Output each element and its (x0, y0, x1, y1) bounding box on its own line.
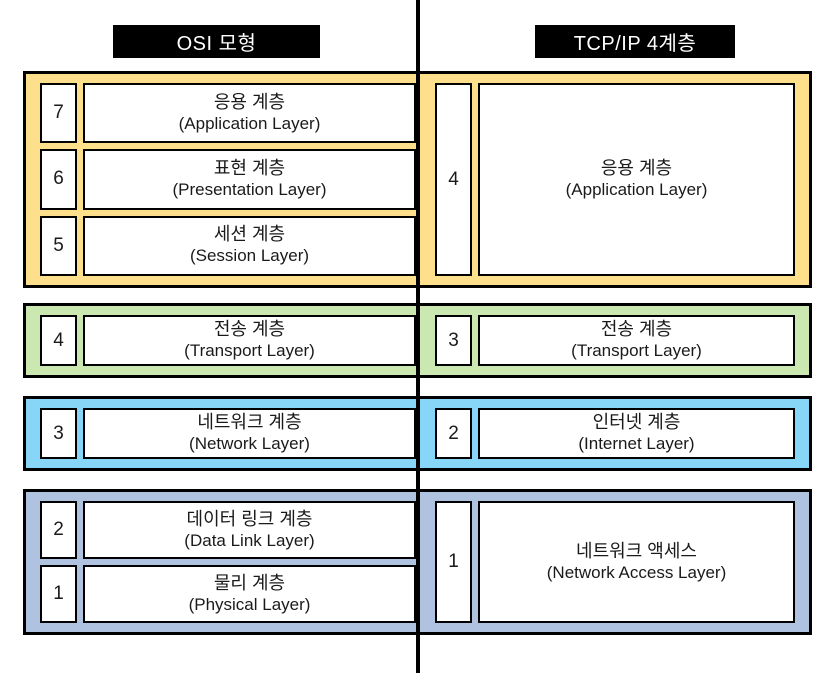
layer-name-en: (Session Layer) (189, 246, 310, 266)
layer-name-en: (Data Link Layer) (184, 530, 315, 550)
layer-name-en: (Internet Layer) (578, 434, 695, 454)
layer-name-en: (Transport Layer) (571, 341, 702, 361)
layer-name-en: (Application Layer) (178, 113, 321, 133)
layer-number: 3 (40, 408, 77, 459)
layer-number: 2 (40, 501, 77, 559)
tcpip-column-internet: 2 인터넷 계층 (Internet Layer) (419, 399, 809, 468)
layer-number: 2 (435, 408, 472, 459)
layer-name-ko: 네트워크 계층 (197, 412, 302, 433)
layer-name-en: (Application Layer) (565, 180, 708, 200)
layer-number: 4 (435, 83, 472, 276)
tcpip-column-access: 1 네트워크 액세스 (Network Access Layer) (419, 492, 809, 632)
tcpip-model-title-label: TCP/IP 4계층 (573, 33, 697, 55)
layer-name-box: 응용 계층 (Application Layer) (83, 83, 416, 144)
layer-number: 4 (40, 315, 77, 366)
layer-name-box: 전송 계층 (Transport Layer) (83, 315, 416, 366)
layer-name-ko: 응용 계층 (600, 158, 673, 179)
layer-number: 1 (435, 501, 472, 623)
layer-name-ko: 네트워크 액세스 (576, 540, 697, 561)
layer-row: 3 네트워크 계층 (Network Layer) (40, 408, 416, 459)
layer-name-en: (Presentation Layer) (172, 180, 327, 200)
layer-name-en: (Transport Layer) (184, 341, 315, 361)
layer-name-box: 네트워크 계층 (Network Layer) (83, 408, 416, 459)
layer-name-ko: 인터넷 계층 (592, 412, 681, 433)
osi-column-transport: 4 전송 계층 (Transport Layer) (26, 306, 416, 375)
layer-row: 4 전송 계층 (Transport Layer) (40, 315, 416, 366)
layer-row: 2 인터넷 계층 (Internet Layer) (435, 408, 795, 459)
tcpip-model-title: TCP/IP 4계층 (535, 25, 735, 58)
tcpip-column-application: 4 응용 계층 (Application Layer) (419, 74, 809, 285)
layer-number: 3 (435, 315, 472, 366)
model-divider-line (416, 0, 420, 673)
layer-name-ko: 물리 계층 (213, 572, 286, 593)
layer-name-box: 네트워크 액세스 (Network Access Layer) (478, 501, 795, 623)
layer-name-ko: 응용 계층 (213, 91, 286, 112)
osi-column-network: 3 네트워크 계층 (Network Layer) (26, 399, 416, 468)
layer-name-box: 세션 계층 (Session Layer) (83, 215, 416, 276)
layer-row: 5 세션 계층 (Session Layer) (40, 215, 416, 276)
tcpip-column-transport: 3 전송 계층 (Transport Layer) (419, 306, 809, 375)
layer-number: 5 (40, 215, 77, 276)
layer-name-en: (Network Layer) (189, 434, 310, 454)
band-network-access: 2 데이터 링크 계층 (Data Link Layer) 1 물리 계층 (P… (23, 489, 812, 635)
layer-row: 2 데이터 링크 계층 (Data Link Layer) (40, 501, 416, 559)
layer-row: 7 응용 계층 (Application Layer) (40, 83, 416, 144)
layer-row: 3 전송 계층 (Transport Layer) (435, 315, 795, 366)
layer-number: 1 (40, 565, 77, 623)
layer-row: 6 표현 계층 (Presentation Layer) (40, 149, 416, 210)
layer-name-box: 표현 계층 (Presentation Layer) (83, 149, 416, 210)
osi-model-title: OSI 모형 (113, 25, 320, 58)
layer-row: 1 네트워크 액세스 (Network Access Layer) (435, 501, 795, 623)
layer-name-ko: 전송 계층 (600, 319, 673, 340)
layer-name-box: 응용 계층 (Application Layer) (478, 83, 795, 276)
layer-name-en: (Network Access Layer) (546, 562, 727, 582)
layer-name-ko: 데이터 링크 계층 (186, 508, 313, 529)
layer-name-box: 전송 계층 (Transport Layer) (478, 315, 795, 366)
osi-column-application: 7 응용 계층 (Application Layer) 6 표현 계층 (Pre… (26, 74, 416, 285)
layer-number: 6 (40, 149, 77, 210)
layer-name-box: 물리 계층 (Physical Layer) (83, 565, 416, 623)
layer-row: 4 응용 계층 (Application Layer) (435, 83, 795, 276)
layer-name-ko: 세션 계층 (213, 224, 286, 245)
osi-column-access: 2 데이터 링크 계층 (Data Link Layer) 1 물리 계층 (P… (26, 492, 416, 632)
layer-name-ko: 표현 계층 (213, 158, 286, 179)
osi-model-title-label: OSI 모형 (176, 33, 257, 55)
layer-name-en: (Physical Layer) (188, 594, 311, 614)
layer-row: 1 물리 계층 (Physical Layer) (40, 565, 416, 623)
layer-number: 7 (40, 83, 77, 144)
layer-name-box: 인터넷 계층 (Internet Layer) (478, 408, 795, 459)
layer-name-box: 데이터 링크 계층 (Data Link Layer) (83, 501, 416, 559)
layer-name-ko: 전송 계층 (213, 319, 286, 340)
